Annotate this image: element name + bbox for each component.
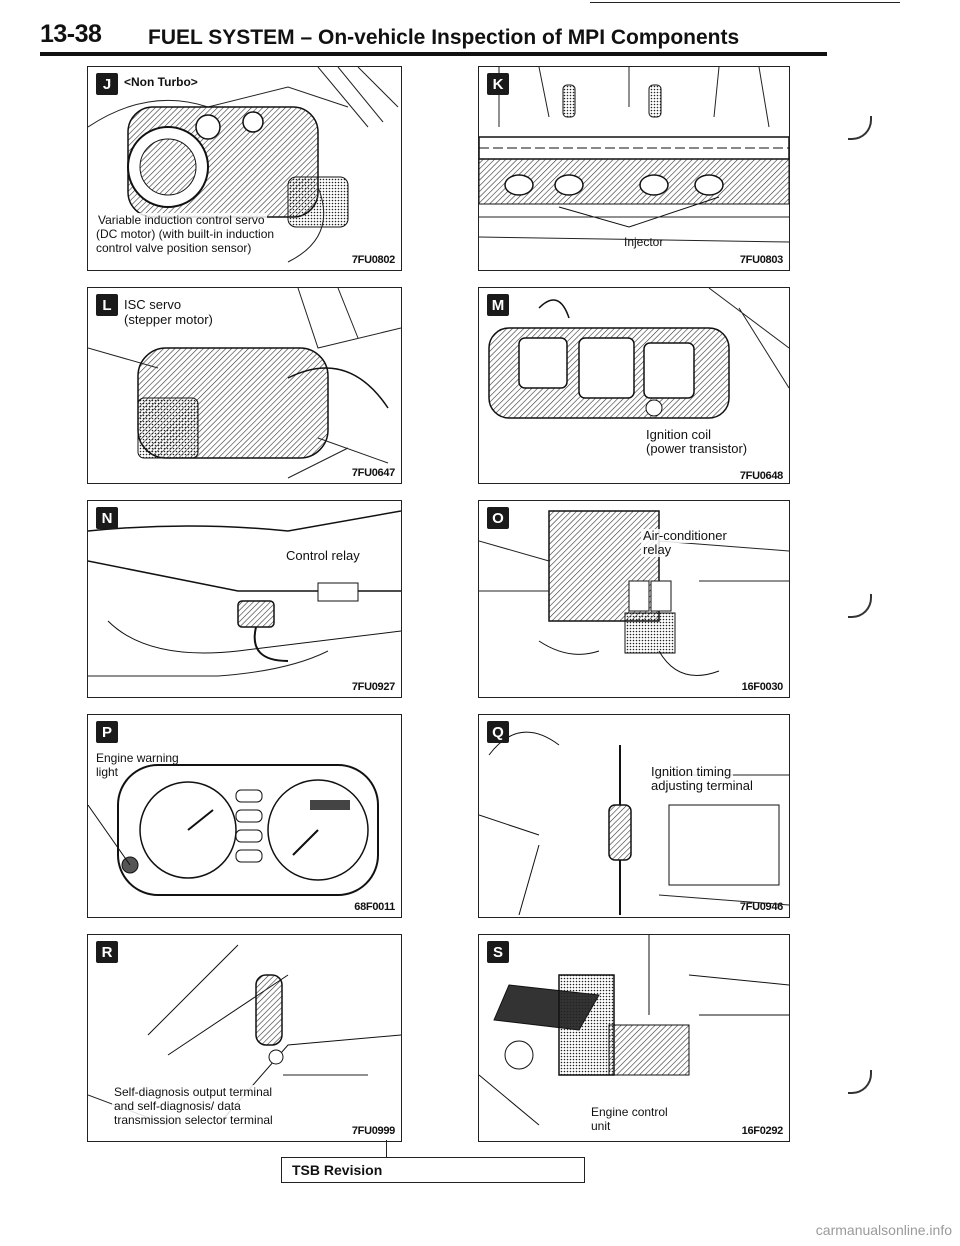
label-selector-terminal: transmission selector terminal — [112, 1113, 275, 1127]
label-engine-warning: Engine warning — [96, 751, 179, 765]
figure-code-j: 7FU0802 — [351, 254, 395, 266]
illustration-variable-induction-servo — [88, 67, 399, 263]
illustration-engine-control-unit — [479, 935, 789, 1126]
panel-o: O Air-conditioner relay 16F0030 — [478, 500, 790, 698]
margin-mark-icon — [848, 1070, 872, 1094]
label-control-relay: Control relay — [284, 548, 362, 563]
panel-letter-p: P — [96, 721, 118, 743]
label-self-diagnosis-data: and self-diagnosis/ data — [112, 1099, 243, 1113]
label-stepper-motor: (stepper motor) — [122, 312, 215, 327]
panel-letter-n: N — [96, 507, 118, 529]
figure-code-l: 7FU0647 — [351, 467, 395, 479]
panel-m: M Ignition coil (power transistor) 7FU06… — [478, 287, 790, 484]
page-title-sub: On-vehicle Inspection of MPI Components — [317, 26, 740, 49]
label-unit: unit — [589, 1119, 613, 1133]
panel-j: J <Non Turbo> Variable induction control… — [87, 66, 402, 271]
panel-letter-r: R — [96, 941, 118, 963]
panel-letter-k: K — [487, 73, 509, 95]
panel-s: S Engine control unit 16F0292 — [478, 934, 790, 1142]
panel-q: Q Ignition timing adjusting terminal 7FU… — [478, 714, 790, 918]
illustration-engine-warning-light — [88, 764, 379, 896]
figure-code-n: 7FU0927 — [351, 681, 395, 693]
panel-letter-o: O — [487, 507, 509, 529]
illustration-injector — [479, 67, 789, 243]
figure-code-s: 16F0292 — [741, 1125, 784, 1137]
header-rule — [40, 52, 827, 56]
tsb-connector-line — [386, 1140, 387, 1157]
figure-code-r: 7FU0999 — [351, 1125, 395, 1137]
label-position-sensor: control valve position sensor) — [94, 241, 254, 255]
illustration-ignition-timing-terminal — [479, 731, 789, 916]
panel-letter-s: S — [487, 941, 509, 963]
panel-letter-q: Q — [487, 721, 509, 743]
label-injector: Injector — [624, 235, 664, 249]
label-ignition-timing: Ignition timing — [649, 764, 734, 779]
label-light: light — [96, 765, 119, 779]
page-title-main: FUEL SYSTEM – — [148, 26, 318, 49]
page-title: FUEL SYSTEM – On-vehicle Inspection of M… — [148, 26, 739, 50]
label-induction-servo: Variable induction control servo — [96, 213, 267, 227]
label-dc-motor: (DC motor) (with built-in induction — [94, 227, 277, 241]
figure-code-k: 7FU0803 — [739, 254, 783, 266]
panel-p: P Engine warning light 68F0011 — [87, 714, 402, 918]
label-relay: relay — [641, 542, 674, 557]
label-engine-control: Engine control — [589, 1105, 670, 1119]
label-adjusting-terminal: adjusting terminal — [649, 778, 755, 793]
page-number: 13-38 — [40, 20, 102, 48]
label-isc-servo: ISC servo — [122, 297, 184, 312]
illustration-self-diagnosis-terminal — [88, 944, 401, 1126]
header-top-rule — [590, 2, 900, 3]
panel-l: L ISC servo (stepper motor) 7FU0647 — [87, 287, 402, 484]
panel-k: K Injector 7FU0803 — [478, 66, 790, 271]
tsb-revision-box: TSB Revision — [281, 1157, 585, 1183]
watermark: carmanualsonline.info — [815, 1222, 952, 1238]
illustration-air-conditioner-relay — [479, 510, 789, 676]
illustration-control-relay — [88, 510, 401, 677]
illustration-isc-servo — [88, 288, 401, 479]
panel-letter-l: L — [96, 294, 118, 316]
panel-letter-m: M — [487, 294, 509, 316]
label-power-transistor: (power transistor) — [644, 441, 750, 456]
panel-r: R Self-diagnosis output terminal and sel… — [87, 934, 402, 1142]
figure-code-m: 7FU0648 — [739, 470, 783, 482]
label-ignition-coil: Ignition coil — [644, 427, 714, 442]
panel-n: N Control relay 7FU0927 — [87, 500, 402, 698]
figure-code-o: 16F0030 — [741, 681, 784, 693]
tsb-revision-label: TSB Revision — [292, 1162, 383, 1178]
panel-letter-j: J — [96, 73, 118, 95]
label-self-diagnosis-output: Self-diagnosis output terminal — [112, 1085, 275, 1099]
figure-code-q: 7FU0946 — [739, 901, 783, 913]
label-non-turbo: <Non Turbo> — [122, 75, 200, 89]
figure-code-p: 68F0011 — [354, 901, 395, 913]
margin-mark-icon — [848, 594, 872, 618]
illustration-ignition-coil — [488, 288, 789, 419]
margin-mark-icon — [848, 116, 872, 140]
label-air-conditioner: Air-conditioner — [641, 528, 729, 543]
